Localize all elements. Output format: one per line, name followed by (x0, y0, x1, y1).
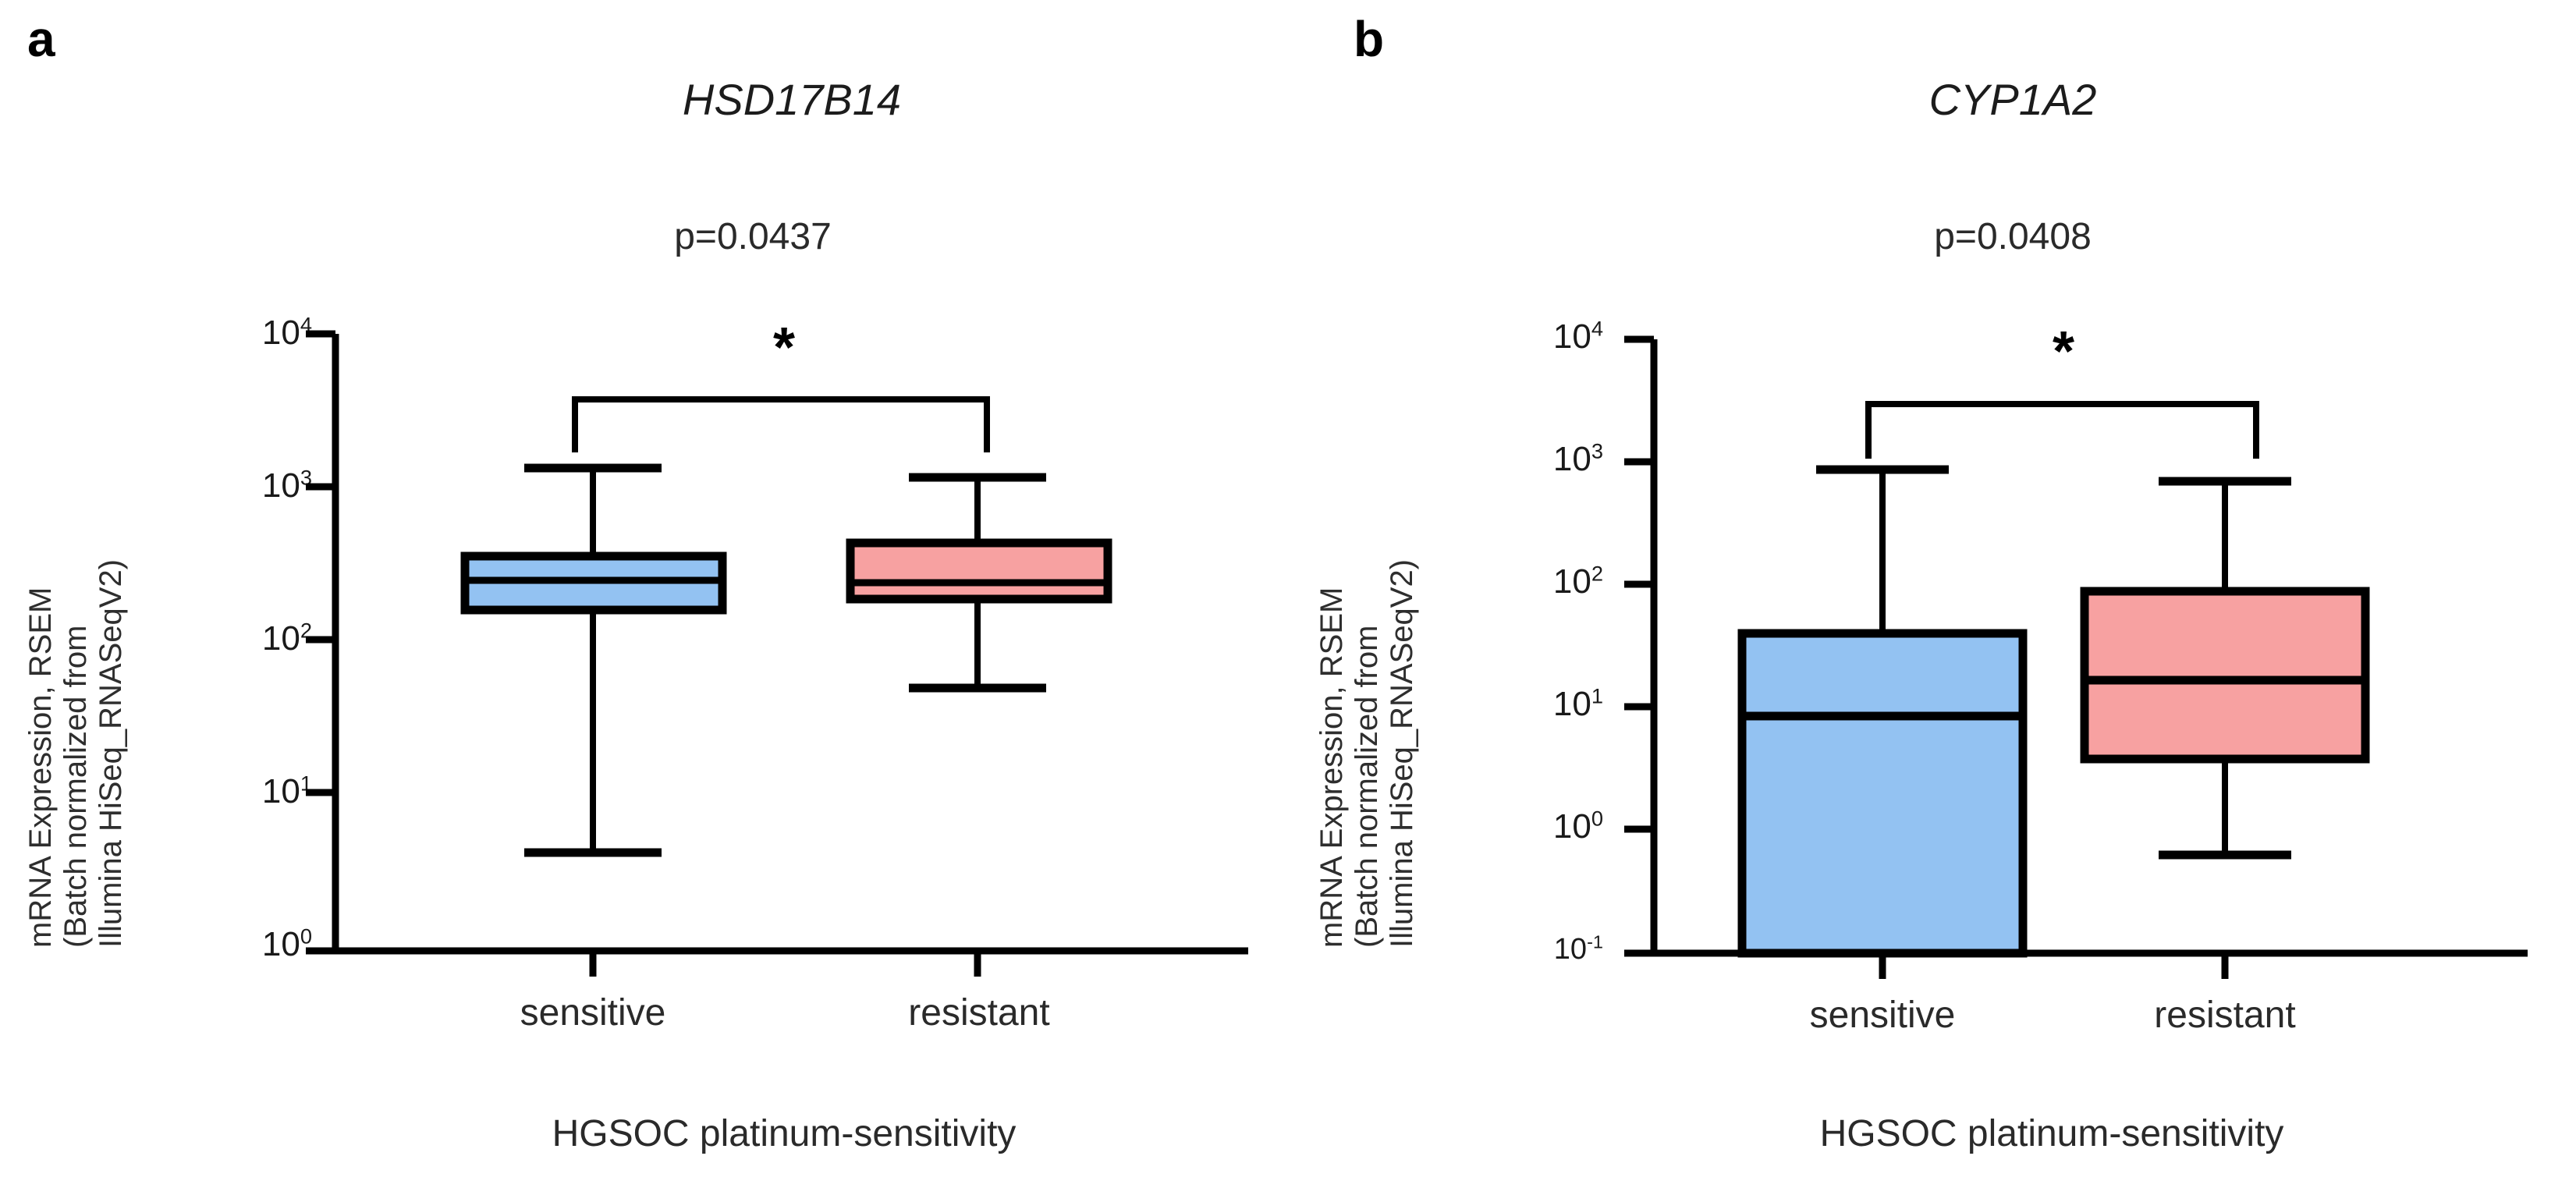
panel-a-box-sensitive (460, 463, 727, 857)
panel-a-category-sensitive: sensitive (520, 992, 666, 1034)
panel-a-category-resistant: resistant (908, 992, 1050, 1034)
panel-b-y-ticks (1624, 335, 1654, 957)
panel-b-ytick-10e4: 104 (1552, 316, 1603, 356)
panel-b-significance-star: * (2052, 321, 2075, 383)
panel-b-category-resistant: resistant (2154, 995, 2296, 1036)
panel-a-gene-title: HSD17B14 (682, 75, 902, 124)
panel-b-box-resistant (2080, 477, 2370, 860)
panel-b-gene-title: CYP1A2 (1928, 75, 2097, 124)
panel-a-significance-bracket (572, 396, 990, 452)
panel-b-iqr-box-sensitive (1737, 629, 2028, 958)
panel-a-letter: a (27, 11, 55, 67)
panel-b-letter: b (1354, 11, 1385, 67)
panel-a-ytick-10e1: 101 (261, 771, 312, 810)
panel-a-y-ticks (306, 330, 335, 955)
panel-b-ytick-10e3: 103 (1552, 438, 1603, 478)
panel-b-ytick-10e-1: 10-1 (1553, 931, 1603, 966)
panel-a-x-axis-title: HGSOC platinum-sensitivity (552, 1113, 1017, 1154)
panel-a-iqr-box-resistant (846, 538, 1112, 604)
panel-a-box-resistant (846, 473, 1112, 693)
panel-a-significance-star: * (772, 317, 796, 379)
panel-a-ytick-10e0: 100 (261, 924, 312, 963)
panel-b: b CYP1A2 p=0.0408 mRNA Expression, RSEM … (1295, 0, 2576, 1195)
panel-a-ytick-10e3: 103 (261, 465, 312, 505)
panel-a-pvalue: p=0.0437 (674, 216, 832, 257)
panel-a-x-ticks (589, 951, 981, 977)
panel-a: a HSD17B14 p=0.0437 mRNA Expression, RSE… (23, 11, 1248, 1154)
panel-b-box-sensitive (1737, 465, 2028, 958)
panel-a-plot (306, 330, 1248, 977)
panel-b-ytick-10e1: 101 (1552, 683, 1603, 723)
panel-b-x-axis-title: HGSOC platinum-sensitivity (1819, 1113, 2284, 1154)
panel-b-significance-bracket (1865, 401, 2259, 459)
panel-a-ytick-10e2: 102 (261, 618, 312, 658)
panel-b-ytick-10e0: 100 (1552, 806, 1603, 846)
panel-b-plot (1624, 335, 2528, 979)
panel-b-iqr-box-resistant (2080, 587, 2370, 764)
panel-b-category-sensitive: sensitive (1809, 995, 1956, 1036)
panel-b-ytick-10e2: 102 (1552, 561, 1603, 601)
panel-b-pvalue: p=0.0408 (1934, 216, 2092, 257)
panel-a-ytick-10e4: 104 (261, 312, 312, 352)
